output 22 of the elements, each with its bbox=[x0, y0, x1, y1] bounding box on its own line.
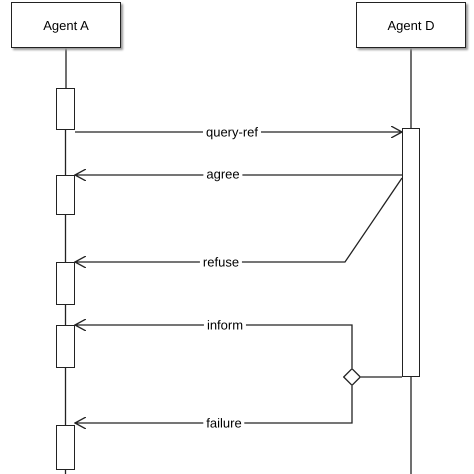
edge-label: inform bbox=[204, 318, 246, 332]
activation-bar bbox=[56, 88, 75, 130]
activation-bar bbox=[402, 128, 420, 377]
lifeline bbox=[64, 130, 66, 175]
arrow bbox=[74, 178, 403, 269]
activation-bar bbox=[56, 175, 75, 215]
lifeline bbox=[410, 377, 412, 474]
edge-label: refuse bbox=[200, 254, 242, 270]
lifeline bbox=[64, 305, 66, 325]
activation-bar bbox=[56, 425, 75, 470]
lifeline bbox=[64, 215, 66, 262]
lifeline bbox=[410, 48, 412, 128]
decision-diamond bbox=[343, 368, 361, 386]
edge-label: failure bbox=[203, 416, 245, 430]
lifeline bbox=[65, 48, 67, 88]
lifeline-header: Agent A bbox=[11, 2, 121, 48]
activation-bar bbox=[56, 262, 75, 305]
connector-line bbox=[361, 376, 402, 378]
activation-bar bbox=[56, 325, 75, 368]
edge-label: query-ref bbox=[202, 124, 262, 140]
lifeline-header: Agent D bbox=[356, 2, 466, 48]
lifeline bbox=[64, 368, 66, 425]
